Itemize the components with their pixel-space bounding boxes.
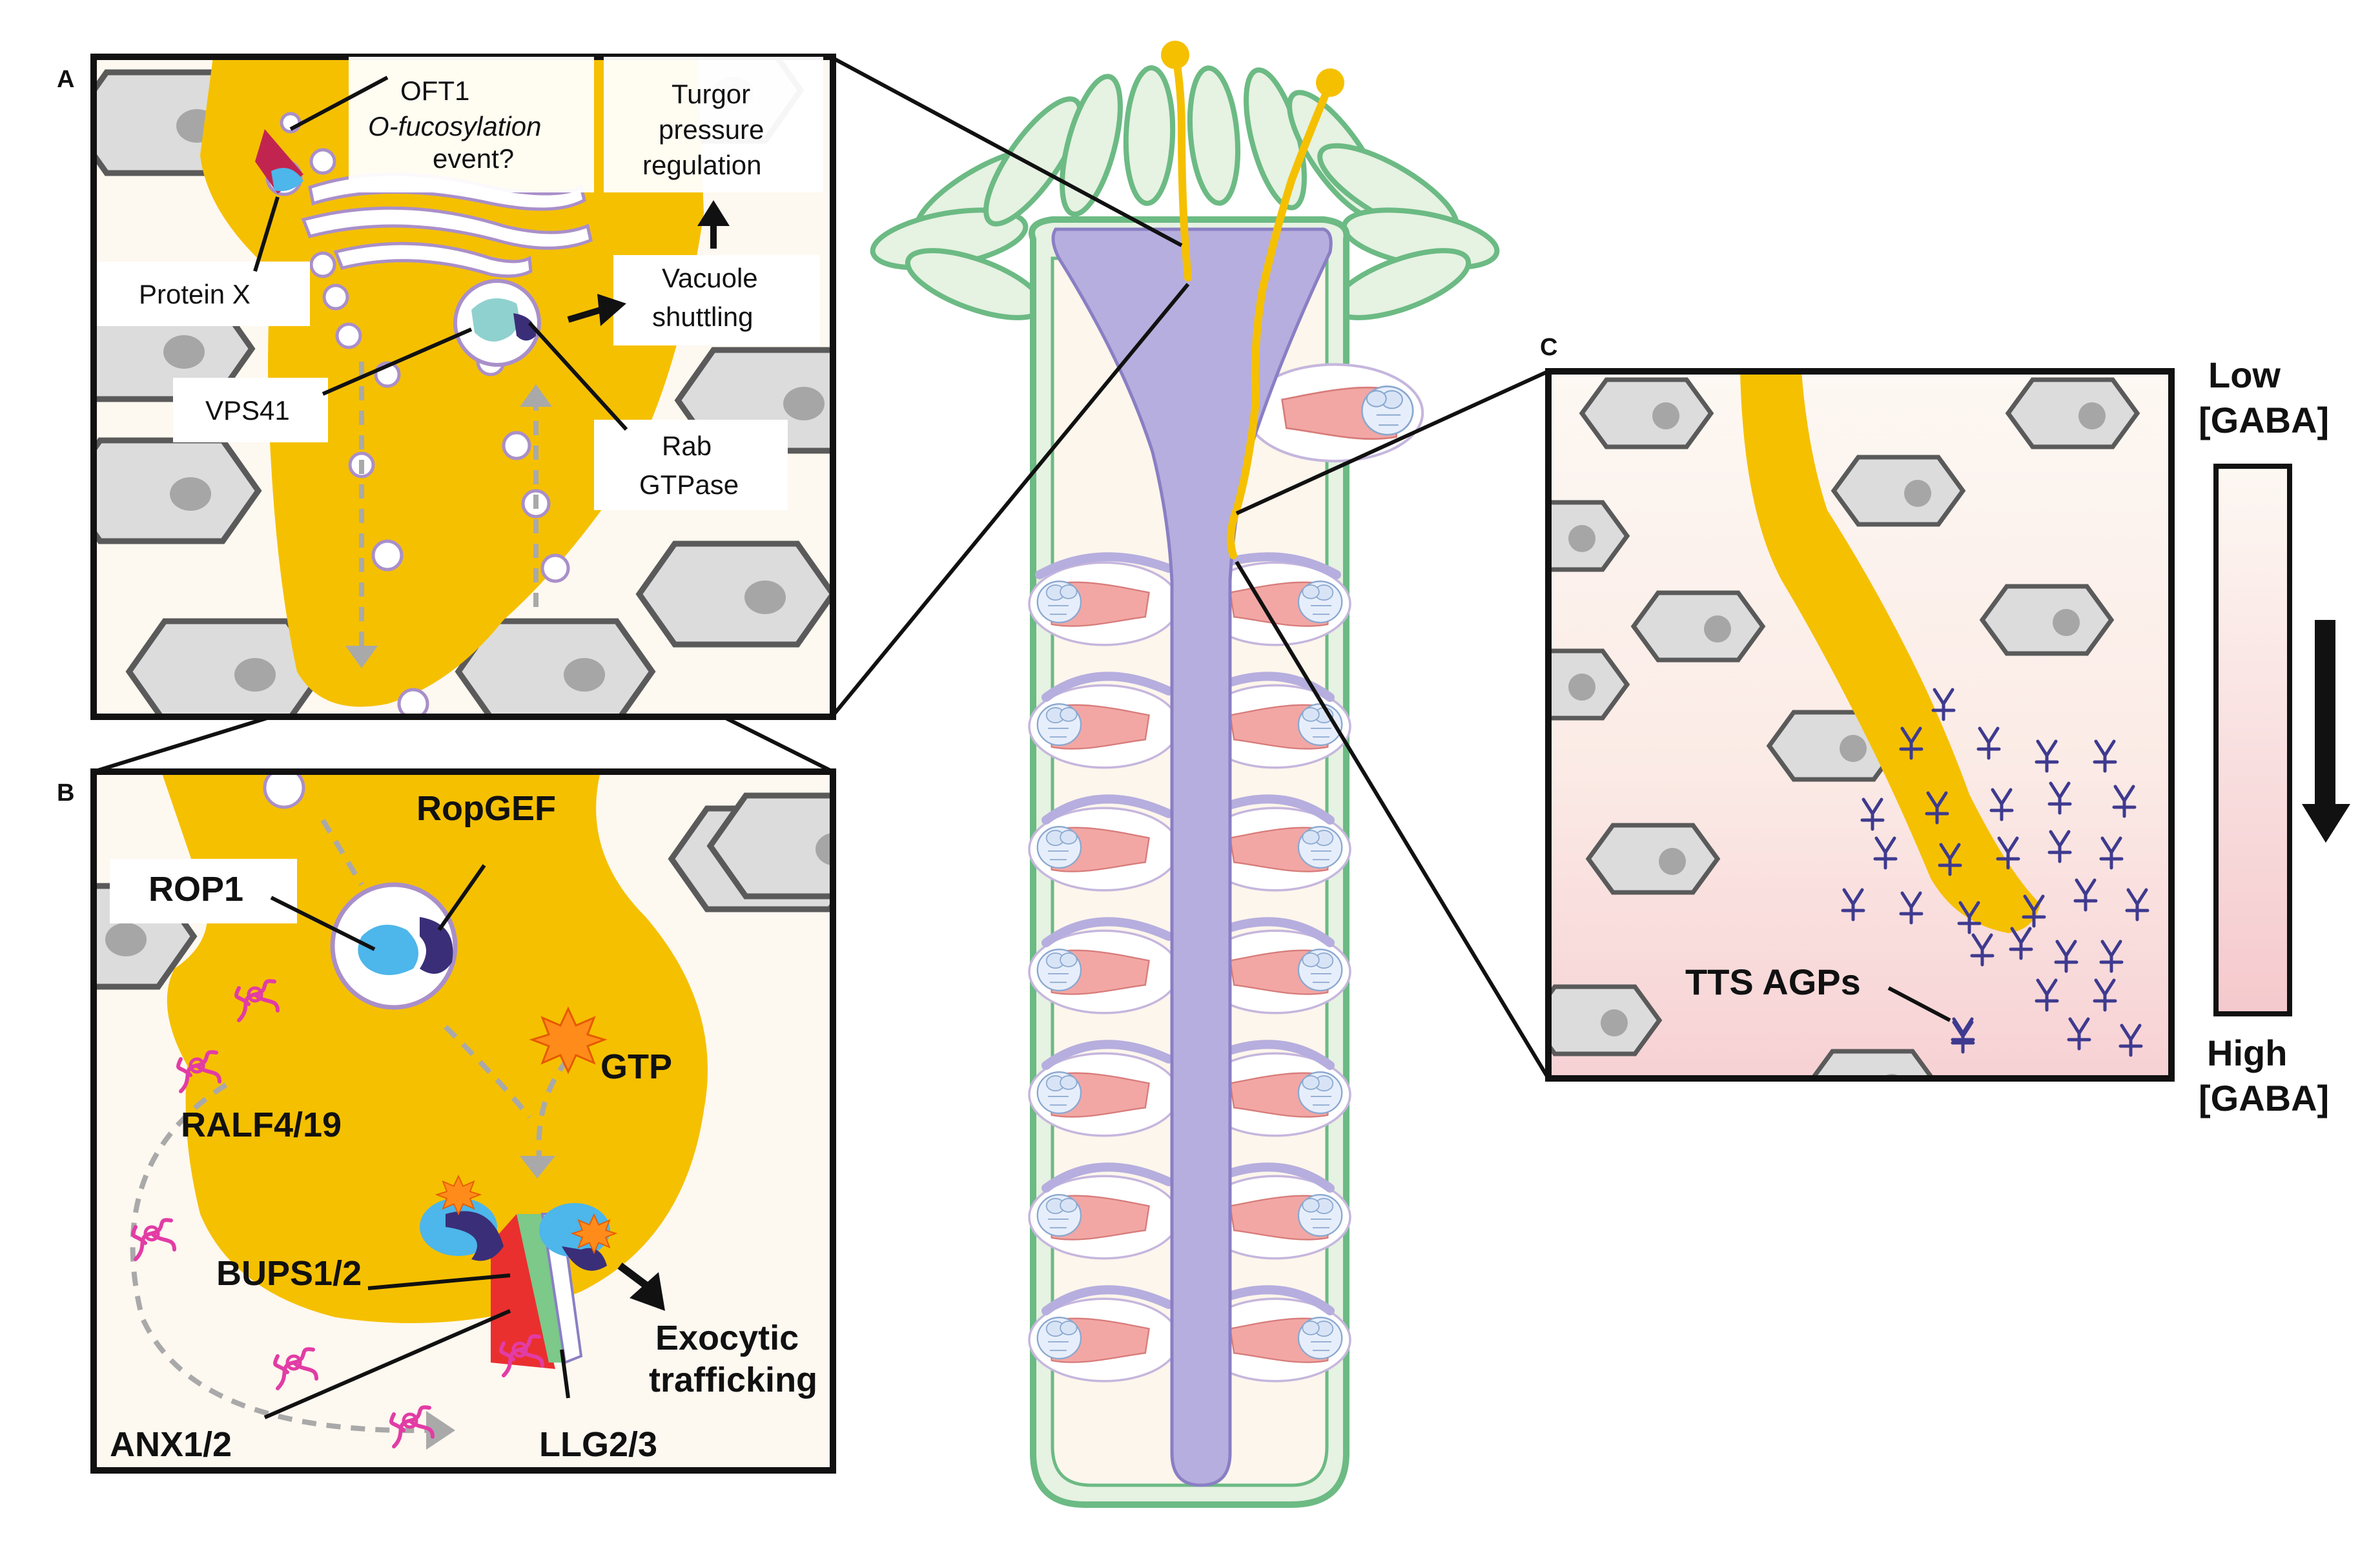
label-shuttling: shuttling (652, 302, 753, 332)
gaba-low-label: Low (2208, 355, 2281, 395)
panel-c: C TTS AGPs (1540, 334, 2175, 1082)
label-o-fucosylation: O-fucosylation (368, 111, 541, 141)
label-regulation: regulation (642, 150, 761, 180)
label-anx: ANX1/2 (110, 1425, 232, 1464)
transmitting-tract (1051, 227, 1333, 1487)
panel-b-letter: B (57, 779, 74, 807)
label-turgor: Turgor (672, 79, 750, 109)
gaba-arrow-head (2302, 804, 2350, 843)
label-oft1: OFT1 (400, 76, 469, 106)
gaba-scale: Low [GABA] High [GABA] (2199, 355, 2350, 1118)
panel-c-letter: C (1540, 334, 1557, 361)
gaba-arrow-shaft (2315, 620, 2335, 807)
gaba-high-unit: [GABA] (2199, 1078, 2329, 1118)
pollen-tubes (1171, 48, 1334, 559)
label-event: event? (433, 143, 514, 174)
label-trafficking: trafficking (649, 1361, 817, 1399)
label-exocytic: Exocytic (655, 1319, 799, 1357)
label-ropgef: RopGEF (416, 789, 556, 828)
label-rop1: ROP1 (149, 870, 243, 909)
panel-b: B RopGEF ROP1 GTP RALF4/19 BUPS1/2 Exocy… (57, 768, 836, 1474)
zoom-connectors (93, 56, 1550, 1080)
stigma-papillae (870, 65, 1500, 320)
panel-a-letter: A (57, 66, 74, 93)
gaba-gradient-bar (2213, 464, 2292, 1016)
pollen-grain (1316, 68, 1344, 97)
label-protein-x: Protein X (139, 279, 251, 309)
label-pressure: pressure (659, 114, 764, 145)
label-tts-agps: TTS AGPs (1685, 962, 1861, 1002)
label-bups: BUPS1/2 (216, 1254, 362, 1293)
label-llg: LLG2/3 (539, 1425, 657, 1464)
label-ralf: RALF4/19 (181, 1106, 342, 1144)
label-rab: Rab (662, 431, 712, 461)
label-vps41: VPS41 (205, 395, 290, 426)
gaba-high-label: High (2207, 1033, 2287, 1073)
label-gtp: GTP (600, 1047, 672, 1086)
label-vacuole: Vacuole (662, 263, 758, 293)
pollen-grain (1161, 41, 1189, 69)
pistil (650, 41, 1500, 1508)
label-gtpase: GTPase (639, 469, 739, 500)
gaba-low-unit: [GABA] (2199, 400, 2329, 440)
panel-a: A OFT1 O-fucosylation event? Turgor pres… (57, 54, 836, 720)
